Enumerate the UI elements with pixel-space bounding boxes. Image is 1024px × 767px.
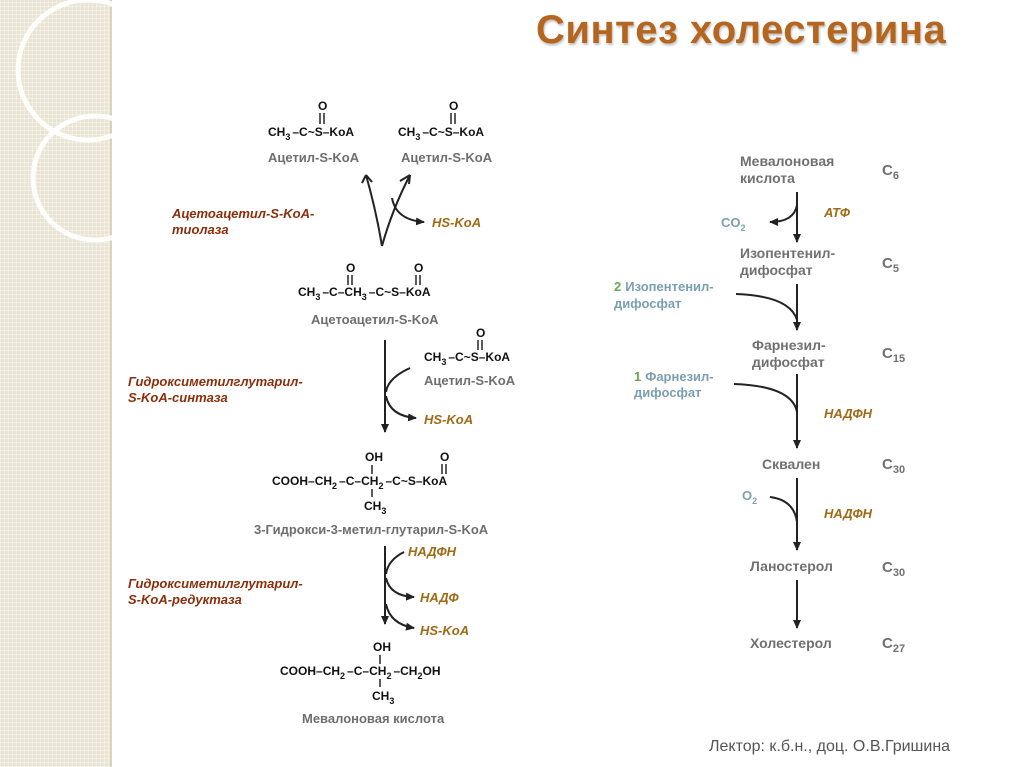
svg-text:O: O — [318, 99, 327, 113]
nadph-label-left: НАДФН — [408, 544, 457, 559]
isopentenyl-input-arrow — [735, 293, 798, 321]
svg-text:CH3–C~S–KoA: CH3–C~S–KoA — [398, 125, 484, 142]
hs-koa-release-arrow-1 — [391, 197, 425, 226]
svg-text:CH3–C~S–KoA: CH3–C~S–KoA — [424, 350, 510, 367]
nadph-label-right-1: НАДФН — [824, 406, 873, 421]
acetyl-coa-name-2: Ацетил-S-KoA — [401, 150, 493, 165]
step-isopentenyl-line-1: Изопентенил- — [740, 245, 836, 261]
o2-label: O2 — [742, 488, 757, 506]
step-farnesyl-line-1: Фарнезил- — [752, 337, 826, 353]
thiolase-enzyme-line-1: Ацетоацетил-S-KoA- — [171, 206, 314, 221]
thiolase-arrow-left — [365, 174, 383, 247]
thiolase-enzyme-line-2: тиолаза — [172, 222, 229, 237]
isopentenyl-input-line-2: дифосфат — [614, 296, 681, 311]
co2-label: CO2 — [721, 215, 746, 233]
step-mevalonic-acid-line-1: Мевалоновая — [740, 153, 834, 169]
step-lanosterol: Ланостерол — [750, 558, 833, 574]
svg-text:OH: OH — [373, 640, 391, 654]
hs-koa-label-3: HS-KoA — [420, 623, 469, 638]
carbon-count-c27: C27 — [882, 635, 905, 655]
o2-input-arrow — [769, 496, 798, 523]
acetyl-coa-formula-2: CH3–C~S–KoA O — [398, 99, 484, 142]
svg-text:O: O — [440, 450, 449, 464]
decorative-circle-large — [15, 0, 112, 143]
svg-text:CH3: CH3 — [372, 689, 394, 706]
svg-text:O: O — [346, 261, 355, 275]
acetyl-coa-formula-3: CH3–C~S–KoA O — [424, 326, 510, 367]
svg-text:OH: OH — [365, 450, 383, 464]
hs-koa-release-arrow-2 — [385, 395, 417, 422]
page-title: Синтез холестерина — [536, 8, 947, 52]
atf-label: АТФ — [823, 205, 851, 220]
co2-release-arrow — [769, 204, 798, 226]
acetyl-coa-name-3: Ацетил-S-KoA — [424, 373, 516, 388]
nadp-label: НАДФ — [420, 590, 459, 605]
hmg-coa-formula: OH COOH–CH2–C–CH2–C~S–KoA O CH3 — [272, 450, 449, 516]
step-squalene: Сквален — [762, 456, 820, 472]
svg-text:COOH–CH2–C–CH2–CH2OH: COOH–CH2–C–CH2–CH2OH — [280, 664, 441, 681]
carbon-count-c15: C15 — [882, 345, 905, 365]
farnesyl-input-line-2: дифосфат — [634, 385, 701, 400]
synthase-enzyme-line-1: Гидроксиметилглутарил- — [128, 374, 303, 389]
hs-koa-label-2: HS-KoA — [424, 412, 473, 427]
acetyl-coa-formula-1: CH3–C~S–KoA O — [268, 99, 354, 142]
decorative-circles — [15, 0, 112, 243]
reductase-enzyme-line-1: Гидроксиметилглутарил- — [128, 576, 303, 591]
svg-text:COOH–CH2–C–CH2–C~S–KoA: COOH–CH2–C–CH2–C~S–KoA — [272, 474, 448, 491]
farnesyl-input-arrow — [733, 383, 798, 413]
mevalonate-formula: OH COOH–CH2–C–CH2–CH2OH CH3 — [280, 640, 441, 706]
svg-text:O: O — [414, 261, 423, 275]
svg-text:CH3: CH3 — [364, 499, 386, 516]
step-mevalonic-acid-line-2: кислота — [740, 170, 795, 186]
acetoacetyl-coa-name: Ацетоацетил-S-KoA — [311, 312, 439, 327]
svg-text:O: O — [476, 326, 485, 340]
carbon-count-c30-squalene: C30 — [882, 456, 905, 476]
mevalonate-name: Мевалоновая кислота — [302, 711, 445, 726]
band-divider — [110, 0, 112, 767]
acetoacetyl-coa-formula: CH3–C–CH3–C~S–KoA O O — [298, 261, 431, 302]
hs-koa-label-1: HS-KoA — [432, 215, 481, 230]
lecturer-credit: Лектор: к.б.н., доц. О.В.Гришина — [709, 738, 951, 755]
carbon-count-c30-lanosterol: C30 — [882, 559, 905, 579]
carbon-count-c6: C6 — [882, 162, 899, 182]
carbon-count-c5: C5 — [882, 255, 899, 275]
hs-koa-release-arrow-3 — [385, 603, 415, 631]
nadph-label-right-2: НАДФН — [824, 506, 873, 521]
decorative-circle-small — [30, 113, 112, 243]
hmg-coa-name: 3-Гидрокси-3-метил-глутарил-S-KoA — [254, 522, 489, 537]
svg-text:O: O — [449, 99, 458, 113]
step-cholesterol: Холестерол — [750, 635, 832, 651]
nadp-release-arrow — [385, 577, 415, 601]
synthase-enzyme-line-2: S-KoA-синтаза — [128, 390, 228, 405]
svg-text:CH3–C–CH3–C~S–KoA: CH3–C–CH3–C~S–KoA — [298, 285, 431, 302]
step-farnesyl-line-2: дифосфат — [752, 354, 825, 370]
svg-text:CH3–C~S–KoA: CH3–C~S–KoA — [268, 125, 354, 142]
reductase-enzyme-line-2: S-KoA-редуктаза — [128, 592, 242, 607]
step-isopentenyl-line-2: дифосфат — [740, 262, 813, 278]
acetyl-coa-name-1: Ацетил-S-KoA — [268, 150, 360, 165]
